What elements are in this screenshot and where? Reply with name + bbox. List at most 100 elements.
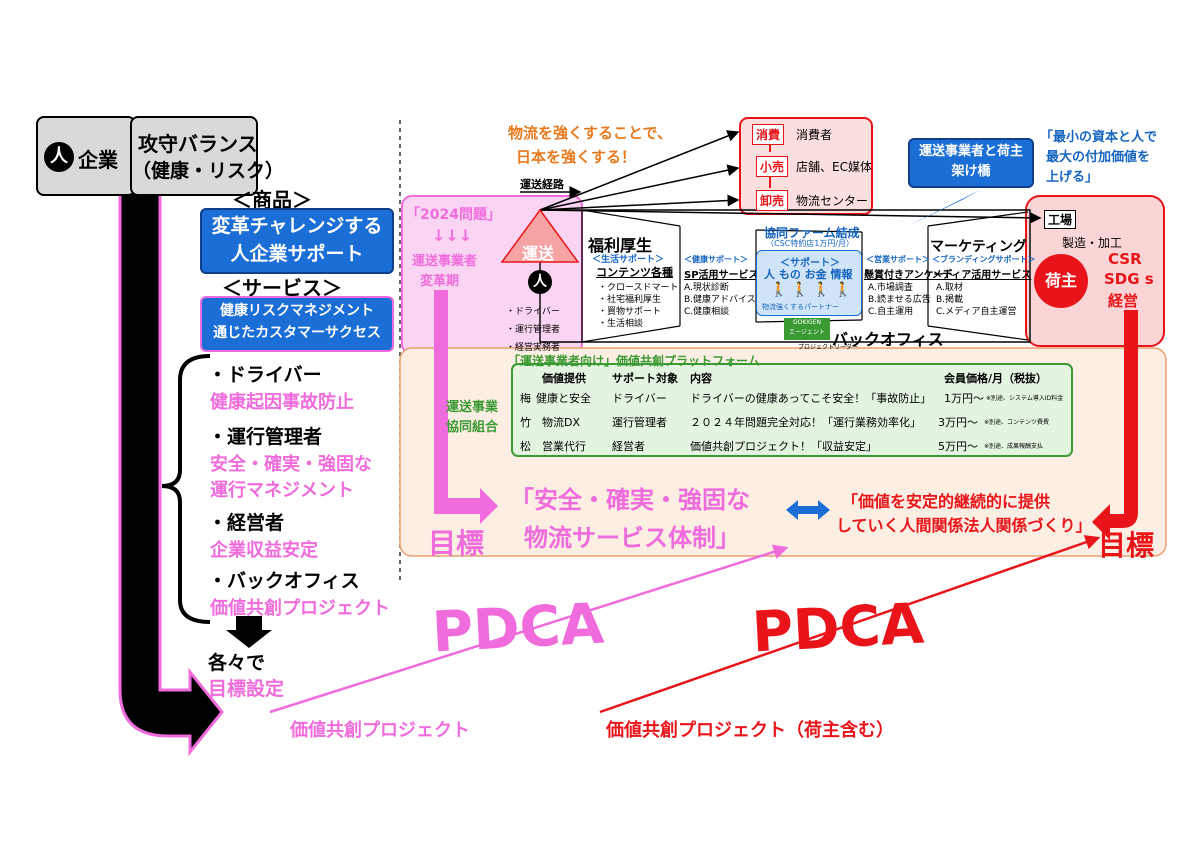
price-table-box: [511, 363, 1073, 457]
problem-line1: 運送事業者: [412, 254, 478, 269]
min-capital-line1: 「最小の資本と人で: [1040, 130, 1158, 145]
row-content: 価値共創プロジェクト！「収益安定」: [690, 440, 877, 453]
row-value: 健康と安全: [536, 392, 591, 405]
welfare-item: ・生活相談: [598, 319, 644, 329]
wholesale-badge: 卸売: [756, 190, 789, 211]
row-content: ２０２４年問題完全対応！「運行業務効率化」: [690, 416, 921, 429]
health-item: B.健康アドバイス: [684, 295, 756, 305]
welfare-heading: コンテンツ各種: [596, 266, 673, 279]
farm-people-icon: 🚶🚶🚶🚶: [770, 282, 856, 298]
sales-sub: ＜営業サポート＞: [866, 255, 930, 264]
health-item: A.現状診断: [684, 283, 729, 293]
transport-role-executive: ・経営実務者: [506, 343, 561, 353]
row-note: ※別途、システム導入ID料金: [986, 395, 1064, 402]
goal-right-line1: 「価値を安定的継続的に提供: [842, 492, 1051, 511]
row-target: ドライバー: [612, 392, 667, 405]
factory-label: 工場: [1044, 210, 1077, 229]
target-manager: ・運行管理者: [208, 426, 323, 448]
target-executive-goal: 企業収益安定: [210, 540, 318, 561]
marketing-heading: メディア活用サービス: [932, 270, 1032, 281]
header-target: サポート対象: [612, 372, 678, 385]
row-value: 営業代行: [542, 440, 586, 453]
service-box: 健康リスクマネジメント 通じたカスタマーサクセス: [200, 296, 394, 352]
target-driver: ・ドライバー: [208, 364, 322, 386]
funnel-outline: [539, 209, 1031, 343]
targets-brace: [161, 354, 211, 624]
goal-left-line2: 物流サービス体制」: [524, 524, 740, 552]
problem-arrows: ↓↓↓: [432, 226, 473, 245]
farm-support: ＜サポート＞: [780, 258, 840, 269]
marketing-item: A.取材: [936, 283, 963, 293]
sales-item: A.市場調査: [868, 283, 913, 293]
welfare-item: ・クロースドマート: [598, 283, 679, 293]
marketing-item: C.メディア自主運営: [936, 307, 1017, 317]
target-backoffice: ・バックオフィス: [208, 570, 360, 592]
row-grade: 松: [520, 440, 531, 453]
marketing-item: B.掲載: [936, 295, 964, 305]
mgmt-label: 経営: [1108, 292, 1139, 310]
retail-badge: 小売: [756, 156, 789, 177]
each-goal-line1: 各々で: [208, 652, 266, 674]
csr-label: CSR: [1108, 250, 1142, 268]
corp-circle: 人: [44, 142, 74, 172]
row-price: 5万円～: [938, 440, 978, 453]
health-item: C.健康相談: [684, 307, 730, 317]
target-manager-goal2: 運行マネジメント: [210, 480, 354, 501]
each-goal-line2: 目標設定: [208, 678, 285, 700]
row-content: ドライバーの健康あってこそ安全！「事故防止」: [690, 392, 932, 405]
target-driver-goal: 健康起因事故防止: [210, 392, 354, 413]
header-value: 価値提供: [542, 372, 586, 385]
row-grade: 竹: [520, 416, 531, 429]
min-capital-line2: 最大の付加価値を: [1046, 150, 1151, 165]
target-backoffice-goal: 価値共創プロジェクト: [210, 598, 390, 619]
row-price: 1万円～: [944, 392, 984, 405]
transport-person: 人: [528, 270, 552, 294]
farm-sub: （CSC特約店1万円/月）: [766, 239, 855, 248]
header-price: 会員価格/月（税抜）: [944, 372, 1048, 385]
bridge-line1: 運送事業者と荷主: [918, 144, 1023, 159]
balance-sub: （健康・リスク）: [132, 160, 285, 182]
consumer-text: 消費者: [796, 128, 833, 142]
farm-box: [756, 250, 862, 316]
retail-text: 店舗、EC媒体: [796, 160, 872, 174]
header-content: 内容: [690, 372, 712, 385]
marketing-sub: ＜ブランディングサポート＞: [932, 255, 1036, 264]
welfare-title: 福利厚生: [588, 236, 653, 255]
goal-right-line2: していく人間関係法人関係づくり」: [836, 516, 1092, 535]
consumer-badge: 消費: [752, 124, 785, 145]
gokigen-box: GOKIGEN エージェント: [784, 318, 830, 340]
transport-role-manager: ・運行管理者: [506, 325, 561, 335]
wholesale-text: 物流センター: [796, 194, 869, 208]
platform-title: 「運送事業者向け」価値共創プラットフォーム: [508, 354, 760, 368]
farm-partner: 物流強くするパートナー: [762, 303, 839, 311]
balance-box: [130, 116, 258, 196]
goal-left-arrow: [434, 290, 498, 524]
gokigen-line2: エージェント: [789, 329, 825, 336]
min-capital-line3: 上げる」: [1046, 170, 1099, 185]
shipper-circle: 荷主: [1034, 254, 1088, 308]
welfare-item: ・社宅福利厚生: [598, 295, 662, 305]
back-office-label: バックオフィス: [832, 330, 944, 349]
sales-item: C.自主運用: [868, 307, 914, 317]
slogan-line2: 日本を強くする！: [516, 148, 637, 166]
pdca-right: PDCA: [750, 591, 926, 666]
farm-items: 人 もの お金 情報: [764, 268, 853, 281]
down-arrow: [226, 616, 272, 648]
health-heading: SP活用サービス: [684, 270, 759, 281]
service-line2: 通じたカスタマーサクセス: [213, 325, 381, 341]
welfare-item: ・買物サポート: [598, 307, 662, 317]
problem-line2: 変革期: [420, 274, 460, 289]
double-arrow: [786, 500, 830, 520]
target-manager-goal: 安全・確実・強固な: [210, 454, 372, 475]
goal-left-label: 目標: [428, 527, 485, 560]
gokigen-line1: GOKIGEN: [792, 319, 821, 326]
row-note: ※別途、成果報酬支払: [984, 443, 1044, 450]
transport-role-driver: ・ドライバー: [506, 307, 560, 317]
pdca-left: PDCA: [430, 591, 606, 666]
factory-sub: 製造・加工: [1062, 236, 1123, 250]
welfare-sub: ＜生活サポート＞: [592, 255, 665, 265]
main-flow-arrow: [118, 188, 224, 757]
product-line2: 人企業サポート: [230, 243, 364, 265]
sales-item: B.読ませる広告: [868, 295, 931, 305]
goal-right-label: 目標: [1098, 529, 1155, 562]
